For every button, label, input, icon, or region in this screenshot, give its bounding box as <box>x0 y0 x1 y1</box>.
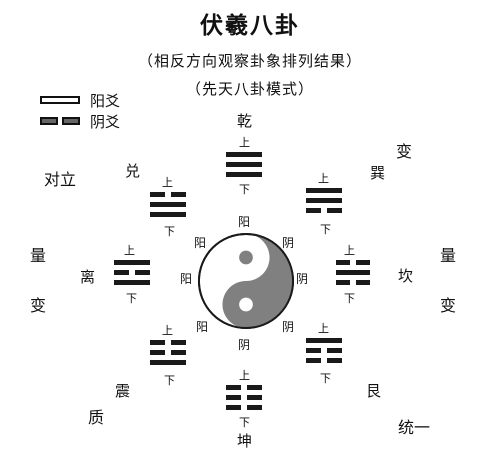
zhen-line-1a <box>150 340 165 345</box>
zhen-line-2a <box>150 350 165 355</box>
label-tongyi: 统一 <box>398 418 431 437</box>
xun-line-3a <box>306 208 321 213</box>
label-bian-right: 变 <box>440 296 457 315</box>
trigram-name-xun: 巽 <box>370 164 386 182</box>
inner-yin-upper-right: 阴 <box>282 236 295 250</box>
legend-yang-line-swatch <box>40 96 80 104</box>
xun-line-3b <box>327 208 342 213</box>
inner-yang-left: 阳 <box>180 272 193 286</box>
dui-bottom-mark: 下 <box>164 225 175 238</box>
gen-top-mark: 上 <box>318 322 329 335</box>
zhen-line-3 <box>150 360 186 365</box>
kun-line-2b <box>247 395 262 400</box>
kan-bottom-mark: 下 <box>344 292 355 305</box>
trigram-name-gen: 艮 <box>366 382 382 400</box>
qian-line-2 <box>226 162 262 167</box>
qian-line-1 <box>226 152 262 157</box>
yin-yang-symbol <box>197 232 295 330</box>
inner-yin-lower-right: 阴 <box>282 320 295 334</box>
label-zhi: 质 <box>88 408 105 427</box>
kan-line-3b <box>356 280 370 285</box>
li-line-2a <box>114 270 129 275</box>
inner-yang-upper-left: 阳 <box>194 236 207 250</box>
trigram-name-li: 离 <box>80 268 96 286</box>
qian-bottom-mark: 下 <box>239 183 250 196</box>
inner-yang-lower-left: 阳 <box>196 320 209 334</box>
li-line-1 <box>114 260 150 265</box>
subtitle-mode: （先天八卦模式） <box>185 80 314 98</box>
kun-bottom-mark: 下 <box>239 416 250 429</box>
dui-line-2 <box>150 202 186 207</box>
li-bottom-mark: 下 <box>126 292 137 305</box>
kun-line-1b <box>247 385 262 390</box>
kun-line-3a <box>226 405 241 410</box>
qian-line-3 <box>226 172 262 177</box>
label-duili: 对立 <box>44 170 77 189</box>
li-line-2b <box>135 270 150 275</box>
dui-line-1b <box>171 192 186 197</box>
dui-top-mark: 上 <box>162 176 173 189</box>
legend-yin-line-swatch-left <box>40 117 58 125</box>
trigram-name-kan: 坎 <box>398 267 414 285</box>
page-title: 伏羲八卦 <box>200 13 300 39</box>
trigram-name-zhen: 震 <box>115 382 131 400</box>
gen-line-2a <box>306 348 321 353</box>
gen-line-2b <box>327 348 342 353</box>
label-liang-right: 量 <box>440 246 457 265</box>
kun-line-3b <box>247 405 262 410</box>
kan-top-mark: 上 <box>344 244 355 257</box>
kan-line-1a <box>336 260 350 265</box>
gen-bottom-mark: 下 <box>320 372 331 385</box>
xun-bottom-mark: 下 <box>320 223 331 236</box>
kan-line-3a <box>336 280 350 285</box>
gen-line-3b <box>327 358 342 363</box>
dui-line-1a <box>150 192 165 197</box>
label-bian-top-right: 变 <box>396 142 413 161</box>
trigram-name-qian: 乾 <box>237 112 253 130</box>
kan-line-1b <box>356 260 370 265</box>
kan-line-2 <box>336 270 370 275</box>
inner-yang-top: 阳 <box>238 215 251 229</box>
dui-line-3 <box>150 212 186 217</box>
legend-yang-label: 阳爻 <box>90 92 121 110</box>
kun-top-mark: 上 <box>239 369 250 382</box>
li-top-mark: 上 <box>124 244 135 257</box>
zhen-top-mark: 上 <box>162 324 173 337</box>
inner-yin-bottom: 阴 <box>238 338 251 352</box>
inner-yin-right: 阴 <box>296 272 309 286</box>
gen-line-1 <box>306 338 342 343</box>
trigram-name-dui: 兑 <box>125 162 141 180</box>
qian-top-mark: 上 <box>239 136 250 149</box>
zhen-bottom-mark: 下 <box>164 374 175 387</box>
label-liang-left: 量 <box>30 246 47 265</box>
xun-top-mark: 上 <box>318 172 329 185</box>
legend-yin-label: 阴爻 <box>90 113 121 131</box>
gen-line-3a <box>306 358 321 363</box>
zhen-line-2b <box>171 350 186 355</box>
subtitle-observation: （相反方向观察卦象排列结果） <box>137 52 362 70</box>
li-line-3 <box>114 280 150 285</box>
xun-line-1 <box>306 188 342 193</box>
label-bian-left: 变 <box>30 296 47 315</box>
kun-line-1a <box>226 385 241 390</box>
zhen-line-1b <box>171 340 186 345</box>
kun-line-2a <box>226 395 241 400</box>
legend-yin-line-swatch-right <box>62 117 80 125</box>
xun-line-2 <box>306 198 342 203</box>
